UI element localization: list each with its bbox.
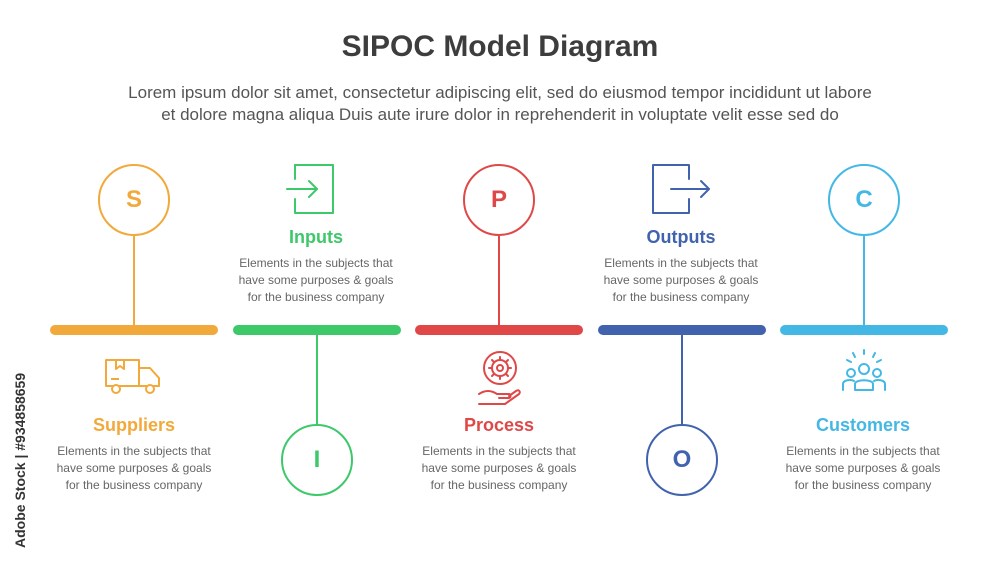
step-desc-outputs: Elements in the subjects that have some …	[591, 255, 771, 306]
timeline-bar-inputs	[233, 325, 401, 335]
delivery-truck-icon	[105, 359, 160, 394]
desc-line: Elements in the subjects that	[57, 444, 211, 458]
desc-line: have some purposes & goals	[785, 461, 941, 475]
desc-line: for the business company	[612, 290, 750, 304]
step-label-inputs: Inputs	[289, 227, 343, 247]
desc-line: have some purposes & goals	[421, 461, 577, 475]
timeline-bar-customers	[780, 325, 948, 335]
login-arrow-icon	[286, 164, 334, 214]
desc-line: for the business company	[430, 478, 568, 492]
timeline-bar-process	[415, 325, 583, 335]
desc-line: for the business company	[247, 290, 385, 304]
stock-watermark: Adobe Stock | #934858659	[12, 372, 28, 548]
page-subtitle: Lorem ipsum dolor sit amet, consectetur …	[40, 82, 960, 126]
step-desc-suppliers: Elements in the subjects that have some …	[44, 443, 224, 494]
letter-p: P	[490, 186, 507, 213]
letter-i: I	[313, 446, 321, 473]
customer-group-icon	[842, 349, 886, 391]
step-label-outputs: Outputs	[646, 227, 716, 247]
letter-circle-p: P	[463, 164, 535, 236]
connector-customers	[863, 236, 865, 326]
desc-line: Elements in the subjects that	[422, 444, 576, 458]
desc-line: for the business company	[794, 478, 932, 492]
letter-s: S	[125, 186, 142, 213]
connector-process	[498, 236, 500, 326]
letter-circle-c: C	[828, 164, 900, 236]
timeline-bar-suppliers	[50, 325, 218, 335]
subtitle-line-2: et dolore magna aliqua Duis aute irure d…	[161, 105, 839, 124]
desc-line: have some purposes & goals	[56, 461, 212, 475]
step-label-suppliers: Suppliers	[92, 415, 176, 435]
letter-c: C	[855, 186, 873, 213]
step-desc-customers: Elements in the subjects that have some …	[773, 443, 953, 494]
logout-arrow-icon	[652, 164, 710, 214]
desc-line: Elements in the subjects that	[604, 256, 758, 270]
letter-circle-i: I	[281, 424, 353, 496]
desc-line: for the business company	[65, 478, 203, 492]
timeline-bar-outputs	[598, 325, 766, 335]
step-desc-process: Elements in the subjects that have some …	[409, 443, 589, 494]
connector-suppliers	[133, 236, 135, 326]
desc-line: have some purposes & goals	[603, 273, 759, 287]
gear-hand-icon	[478, 351, 521, 405]
subtitle-line-1: Lorem ipsum dolor sit amet, consectetur …	[128, 83, 872, 102]
page-title: SIPOC Model Diagram	[341, 30, 659, 63]
step-desc-inputs: Elements in the subjects that have some …	[226, 255, 406, 306]
desc-line: Elements in the subjects that	[786, 444, 940, 458]
letter-circle-s: S	[98, 164, 170, 236]
desc-line: have some purposes & goals	[238, 273, 394, 287]
step-label-process: Process	[463, 415, 535, 435]
connector-inputs	[316, 334, 318, 424]
letter-circle-o: O	[646, 424, 718, 496]
connector-outputs	[681, 334, 683, 424]
letter-o: O	[672, 446, 692, 473]
desc-line: Elements in the subjects that	[239, 256, 393, 270]
step-label-customers: Customers	[815, 415, 911, 435]
